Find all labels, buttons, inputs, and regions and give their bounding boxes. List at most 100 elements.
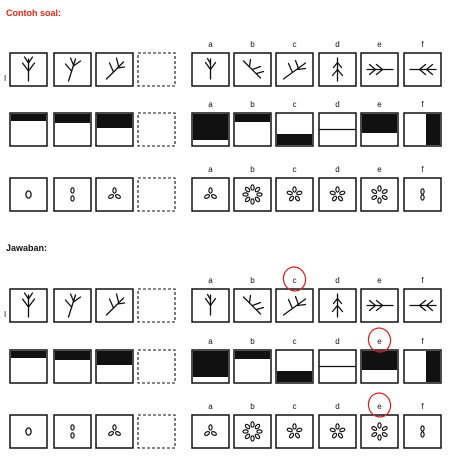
option-letter: a <box>208 40 213 49</box>
blank-answer-box <box>137 112 176 147</box>
answer-circle <box>282 266 307 292</box>
option-box-a <box>191 52 230 87</box>
option-box-a <box>191 177 230 212</box>
option-frame <box>275 112 314 147</box>
option-box-c <box>275 177 314 212</box>
question-box-4 <box>137 52 176 87</box>
option-letter: e <box>377 402 382 411</box>
option-frame <box>360 349 399 384</box>
option-letter: c <box>293 337 297 346</box>
option-box-c <box>275 349 314 384</box>
question-frame <box>95 52 134 87</box>
side-shade <box>426 114 440 145</box>
option-box-b <box>233 52 272 87</box>
option-box-f <box>403 177 442 212</box>
option-frame <box>318 288 357 323</box>
option-box-b <box>233 177 272 212</box>
option-box-b <box>233 288 272 323</box>
option-box-d <box>318 414 357 449</box>
blank-answer-box <box>137 177 176 212</box>
question-box-2 <box>53 177 92 212</box>
option-box-d <box>318 288 357 323</box>
question-frame <box>9 112 48 147</box>
option-frame <box>360 414 399 449</box>
option-letter: a <box>208 402 213 411</box>
question-frame <box>9 288 48 323</box>
question-frame <box>95 414 134 449</box>
blank-answer-box <box>137 414 176 449</box>
option-letter: f <box>421 402 424 411</box>
option-letter: a <box>208 100 213 109</box>
option-letter: c <box>293 40 297 49</box>
option-frame <box>191 52 230 87</box>
example-heading: Contoh soal: <box>6 8 61 18</box>
option-frame <box>191 349 230 384</box>
zero-shape <box>25 427 32 436</box>
option-frame <box>360 112 399 147</box>
question-frame <box>53 349 92 384</box>
option-box-b <box>233 349 272 384</box>
option-frame <box>403 52 442 87</box>
option-box-a <box>191 414 230 449</box>
option-box-f <box>403 52 442 87</box>
question-box-2 <box>53 414 92 449</box>
question-box-4 <box>137 112 176 147</box>
option-letter: e <box>377 100 382 109</box>
option-box-a <box>191 349 230 384</box>
question-box-1 <box>9 349 48 384</box>
option-box-f <box>403 414 442 449</box>
option-letter: c <box>293 276 297 285</box>
option-frame <box>318 414 357 449</box>
option-letter: b <box>250 165 255 174</box>
answer-circle <box>367 327 392 353</box>
row-marker: I <box>4 310 6 319</box>
option-frame <box>275 288 314 323</box>
option-letter: b <box>250 100 255 109</box>
question-box-2 <box>53 112 92 147</box>
option-letter: b <box>250 402 255 411</box>
option-letter: c <box>293 402 297 411</box>
answer-circle <box>367 392 392 418</box>
question-frame <box>53 177 92 212</box>
option-box-a <box>191 112 230 147</box>
question-box-1 <box>9 414 48 449</box>
option-box-e <box>360 414 399 449</box>
question-frame <box>95 349 134 384</box>
option-frame <box>233 414 272 449</box>
option-box-b <box>233 112 272 147</box>
row-marker: I <box>4 74 6 83</box>
option-box-c <box>275 414 314 449</box>
question-box-1 <box>9 177 48 212</box>
question-box-3 <box>95 414 134 449</box>
question-box-4 <box>137 349 176 384</box>
question-box-1 <box>9 52 48 87</box>
option-letter: b <box>250 276 255 285</box>
option-letter: a <box>208 337 213 346</box>
option-frame <box>233 177 272 212</box>
option-frame <box>275 177 314 212</box>
question-box-3 <box>95 177 134 212</box>
option-frame <box>318 52 357 87</box>
option-letter: d <box>335 276 339 285</box>
option-letter: e <box>377 337 382 346</box>
option-frame <box>233 52 272 87</box>
option-frame <box>191 112 230 147</box>
blank-answer-box <box>137 52 176 87</box>
question-box-1 <box>9 288 48 323</box>
question-box-2 <box>53 349 92 384</box>
answer-heading: Jawaban: <box>6 243 48 253</box>
blank-answer-box <box>137 349 176 384</box>
option-box-c <box>275 52 314 87</box>
option-letter: a <box>208 276 213 285</box>
option-box-c <box>275 288 314 323</box>
question-frame <box>9 414 48 449</box>
option-box-b <box>233 414 272 449</box>
option-letter: c <box>293 100 297 109</box>
option-box-e <box>360 112 399 147</box>
option-frame <box>233 349 272 384</box>
option-frame <box>233 288 272 323</box>
question-box-2 <box>53 52 92 87</box>
